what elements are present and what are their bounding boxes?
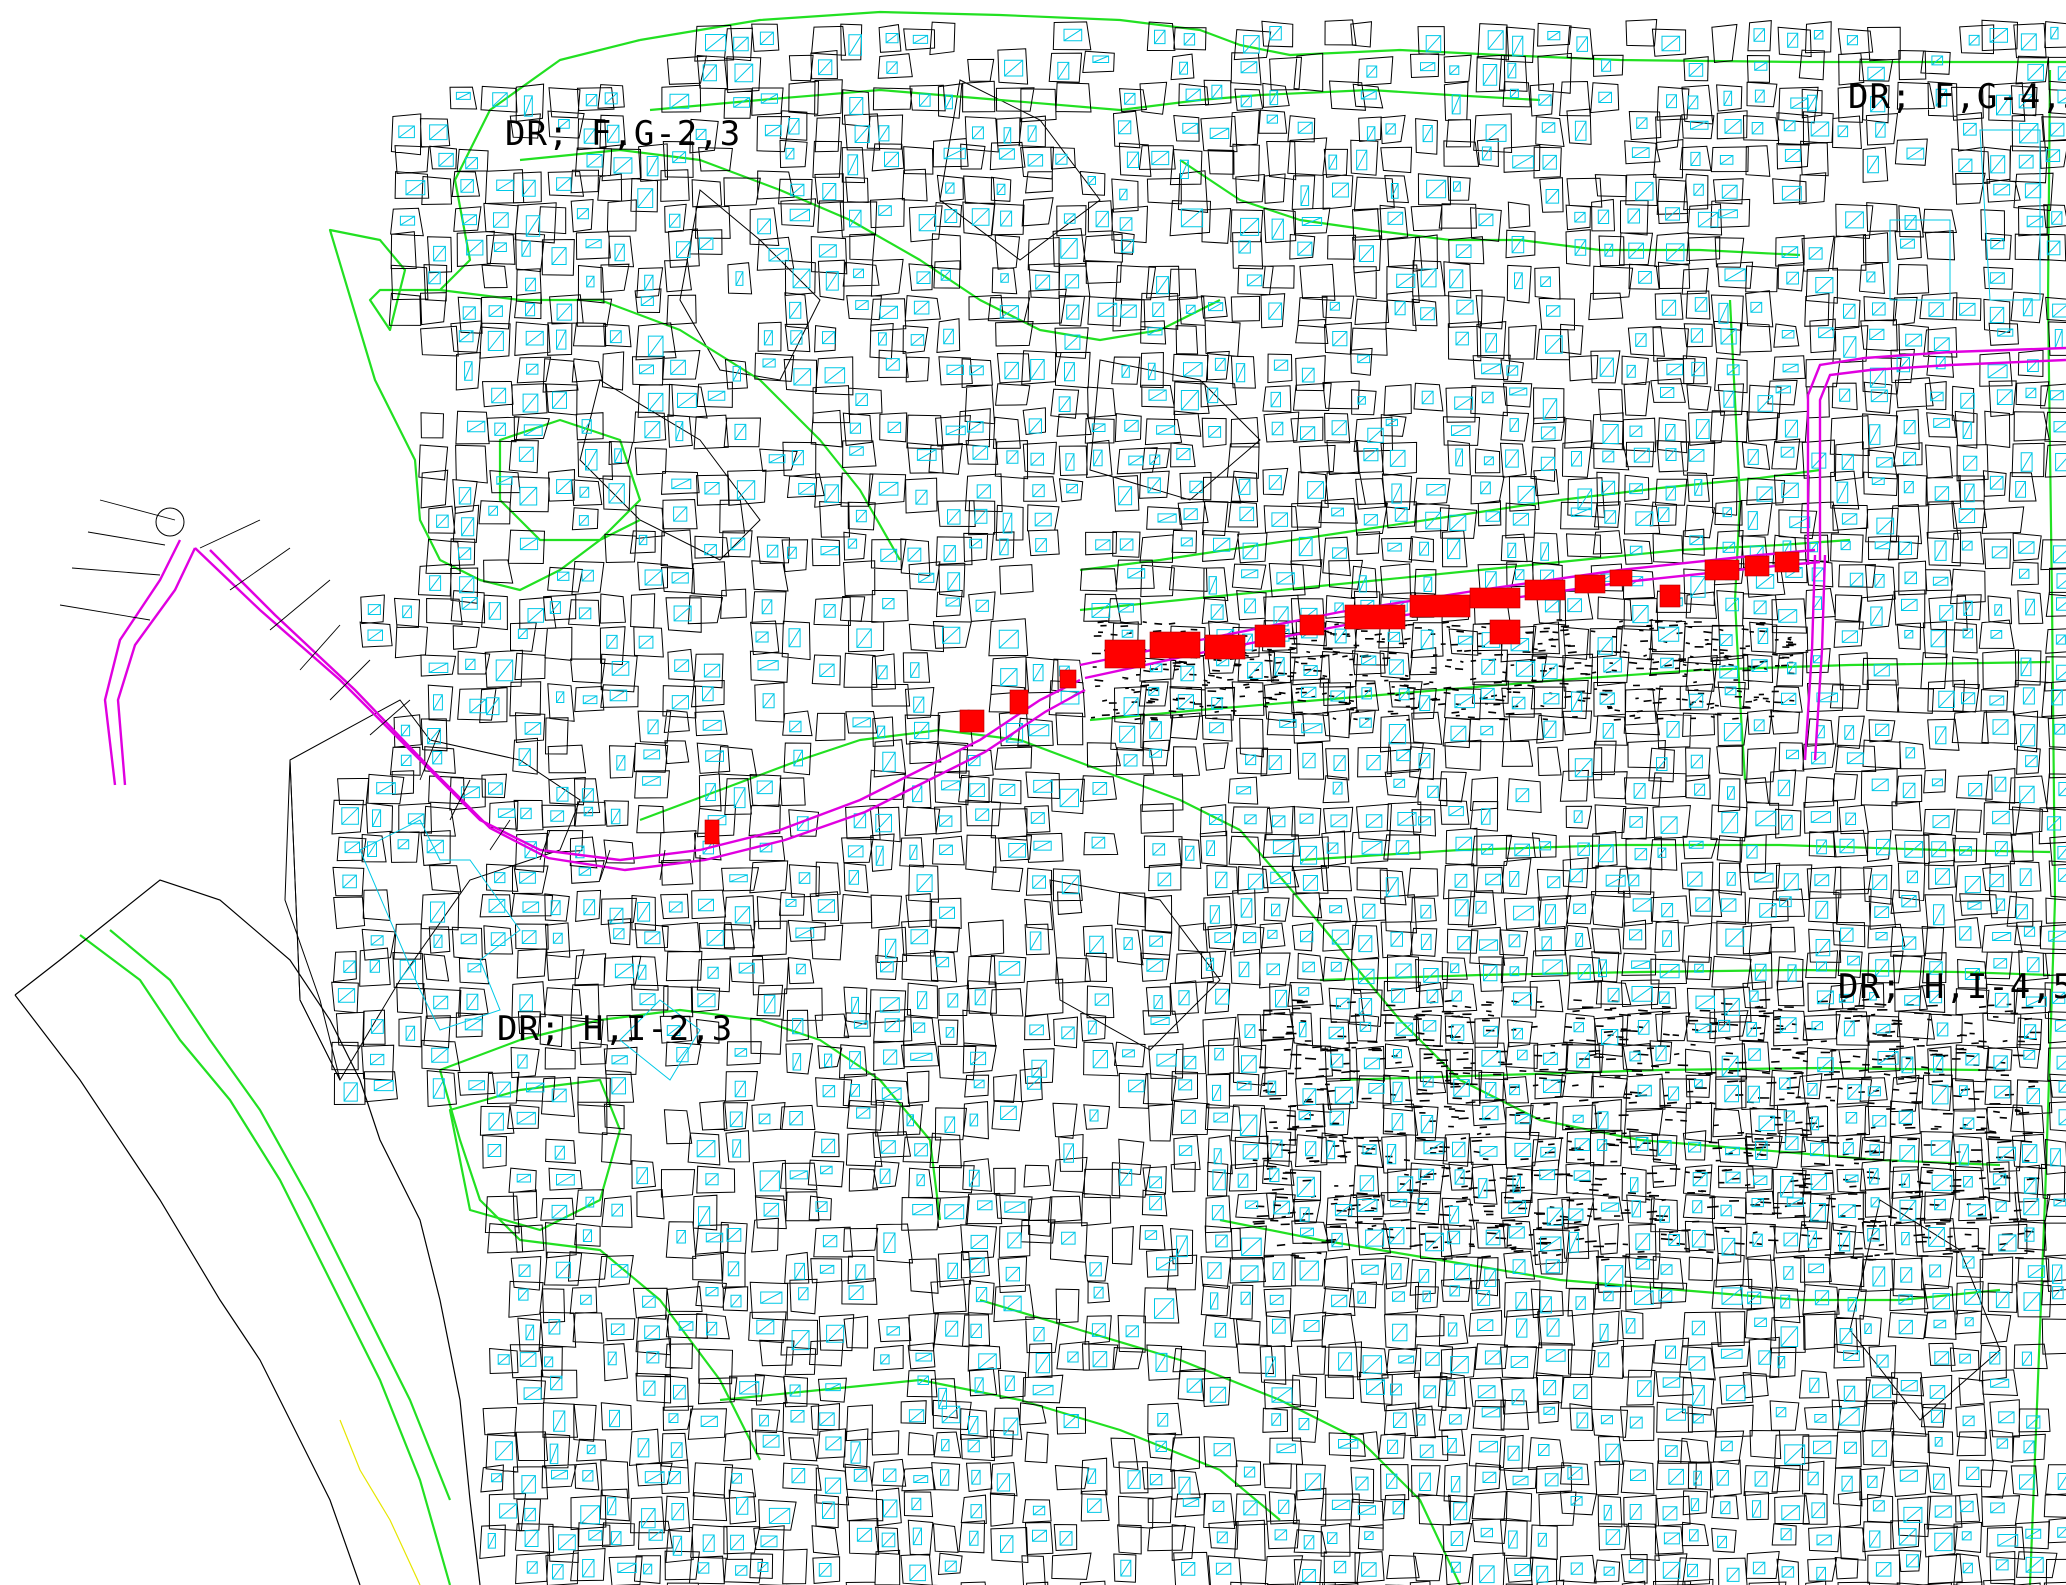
chainage-tick: [659, 849, 666, 881]
chainage-tick: [449, 779, 471, 821]
chainage-ticks: [59, 499, 701, 890]
coastline: [14, 879, 481, 1585]
alignment-east-drop-2: [1813, 554, 1827, 761]
road-northern-loop: [639, 10, 2066, 64]
road-dense-grid-1: [1299, 843, 2051, 862]
alignment-north-spur-2: [1806, 346, 2066, 565]
acquisition-block: [959, 709, 985, 733]
sheet-label-fg23: DR; F,G-2,3: [505, 114, 741, 154]
chainage-tick: [329, 659, 371, 701]
chainage-tick: [419, 729, 441, 781]
building-footprints: [337, 26, 2066, 1584]
chainage-tick: [599, 849, 611, 881]
road-ring-2: [439, 288, 901, 561]
alignment-east-drop: [1803, 554, 1817, 761]
acquisition-block: [1489, 619, 1521, 645]
chainage-tick: [229, 547, 291, 591]
alignment-curve-inner: [209, 549, 1086, 872]
roundabout-circle-icon: [155, 507, 185, 537]
acquisition-block: [1704, 559, 1740, 581]
parcel-polygons: [331, 18, 2066, 1585]
dense-settlement-hatching: [1090, 618, 2042, 1261]
chainage-tick: [71, 567, 161, 576]
chainage-tick: [539, 829, 551, 861]
alignment-curve: [194, 547, 1081, 862]
sheet-labels: DR; F,G-2,3 DR; F,G-4,5 DR; H,I-2,3 DR; …: [497, 77, 2066, 1049]
sheet-label-hi23: DR; H,I-2,3: [497, 1009, 733, 1049]
land-acquisition-blocks: [704, 551, 1800, 845]
acquisition-block: [1469, 587, 1521, 609]
acquisition-block: [1574, 574, 1606, 594]
road-coastal-strip-inner: [109, 929, 452, 1501]
road-ring-1: [519, 148, 1221, 342]
road-northwest-cell: [498, 418, 642, 542]
alignment-north-spur: [1818, 358, 2066, 560]
large-building-outlines: [359, 129, 2041, 1081]
road-coastal-strip: [79, 934, 452, 1585]
alignment-edge-west: [116, 547, 197, 786]
road-sw-return: [438, 1069, 761, 1461]
acquisition-block: [1659, 584, 1681, 608]
acquisition-block: [704, 819, 720, 845]
road-se-south: [1219, 1218, 2001, 1302]
acquisition-block: [1204, 634, 1246, 660]
acquisition-block: [1744, 555, 1770, 577]
chainage-tick: [489, 819, 511, 851]
acquisition-block: [1299, 614, 1325, 636]
road-south-inner: [979, 1298, 1461, 1585]
acquisition-block: [1609, 569, 1633, 587]
chainage-tick: [369, 699, 411, 736]
sheet-label-hi45: DR; H,I-4,5: [1838, 967, 2066, 1007]
chainage-tick: [99, 499, 176, 521]
chainage-tick: [299, 624, 341, 671]
chainage-tick: [269, 579, 331, 631]
acquisition-block: [1409, 594, 1471, 618]
road-center-south-arc: [639, 728, 1241, 831]
sheet-label-fg45: DR; F,G-4,5: [1848, 77, 2066, 117]
road-main-corridor-south: [1079, 538, 1851, 612]
acquisition-block: [1254, 624, 1286, 648]
chainage-tick: [59, 604, 151, 621]
road-north-inner: [649, 88, 1541, 112]
acquisition-block: [1009, 689, 1029, 715]
chainage-tick: [87, 531, 166, 546]
acquisition-block: [1344, 604, 1406, 630]
acquisition-block: [1524, 579, 1566, 601]
acquisition-block: [1059, 669, 1077, 689]
acquisition-block: [1149, 631, 1201, 659]
building-outlines: [337, 26, 2066, 1584]
chainage-tick: [199, 519, 261, 549]
acquisition-block: [1774, 551, 1800, 573]
road-east-edge: [2028, 69, 2057, 1585]
parcel-mesh: [331, 18, 2066, 1585]
acquisition-block: [1104, 639, 1146, 669]
alignment-centerline-west: [103, 539, 182, 786]
